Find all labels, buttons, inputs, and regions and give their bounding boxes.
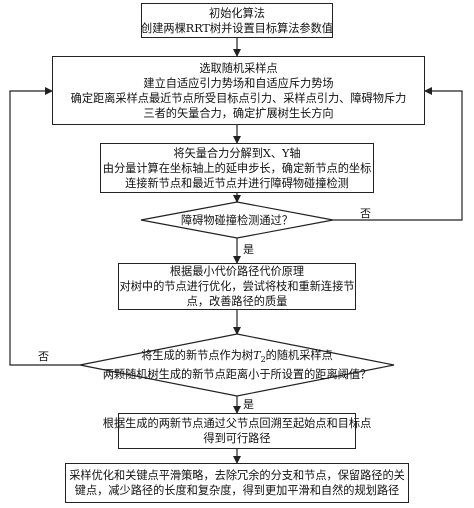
smooth-text-1: 采样优化和关键点平滑策略，去除冗余的分支和节点，保留路径的关	[69, 469, 405, 482]
optimize-text-2: 点，改善路径的质量	[186, 295, 288, 308]
distance-check-diamond	[79, 333, 395, 397]
collision-check-diamond	[140, 201, 334, 239]
distance-check-line-1: 将生成的新节点作为树T2的随机采样点	[141, 348, 333, 365]
backtrack-text-1: 根据生成的两新节点通过父节点回溯至起始点和目标点	[102, 417, 372, 430]
sample-text-3: 三者的矢量合力，确定扩展树生长方向	[143, 106, 334, 120]
yes-label-distance: 是	[243, 398, 254, 411]
backtrack-box: 根据生成的两新节点通过父节点回溯至起始点和目标点 得到可行路径	[103, 413, 371, 449]
decompose-text-1: 由分量计算在坐标轴上的延申步长，确定新节点的坐标	[102, 161, 372, 175]
optimize-box: 根据最小代价路径代价原理 对树中的节点进行优化，尝试将枝和重新连接节 点，改善路…	[118, 263, 356, 310]
optimize-text-1: 对树中的节点进行优化，尝试将枝和重新连接节	[119, 280, 355, 293]
sample-text-1: 建立自适应引力势场和自适应斥力势场	[143, 76, 334, 90]
decompose-text-2: 连接新节点和最近节点并进行障碍物碰撞检测	[125, 176, 349, 190]
decompose-box: 将矢量合力分解到X、Y轴 由分量计算在坐标轴上的延申步长，确定新节点的坐标 连接…	[100, 143, 374, 193]
init-box: 初始化算法 创建两棵RRT树并设置目标算法参数值	[141, 3, 333, 38]
arrow-no-distance-loop	[9, 87, 80, 366]
smooth-text-2: 键点，减少路径的长度和复杂度，得到更加平滑和自然的规划路径	[74, 484, 400, 497]
decompose-title: 将矢量合力分解到X、Y轴	[173, 146, 301, 160]
sample-box: 选取随机采样点 建立自适应引力势场和自适应斥力势场 确定距离采样点最近节点所受目…	[52, 56, 425, 125]
init-text: 创建两棵RRT树并设置目标算法参数值	[141, 21, 333, 35]
collision-check-label: 障碍物碰撞检测通过？	[181, 213, 293, 227]
backtrack-text-2: 得到可行路径	[203, 432, 271, 445]
distance-check-line-2: 两颗随机树生成的新节点距离小于所设置的距离阈值？	[102, 368, 372, 382]
optimize-title: 根据最小代价路径代价原理	[169, 265, 305, 278]
no-label-collision: 否	[360, 207, 371, 220]
no-label-distance: 否	[38, 350, 49, 363]
yes-label-collision: 是	[243, 243, 254, 256]
sample-title: 选取随机采样点	[199, 61, 278, 75]
arrow-no-collision-loop	[333, 87, 463, 221]
init-title: 初始化算法	[209, 6, 265, 20]
sample-text-2: 确定距离采样点最近节点所受目标点引力、采样点引力、障碍物斥力	[70, 91, 407, 105]
smooth-box: 采样优化和关键点平滑策略，去除冗余的分支和节点，保留路径的关 键点，减少路径的长…	[65, 463, 409, 503]
collision-check-text: 障碍物碰撞检测通过？	[141, 212, 333, 228]
distance-check-text: 将生成的新节点作为树T2的随机采样点 两颗随机树生成的新节点距离小于所设置的距离…	[80, 349, 394, 381]
